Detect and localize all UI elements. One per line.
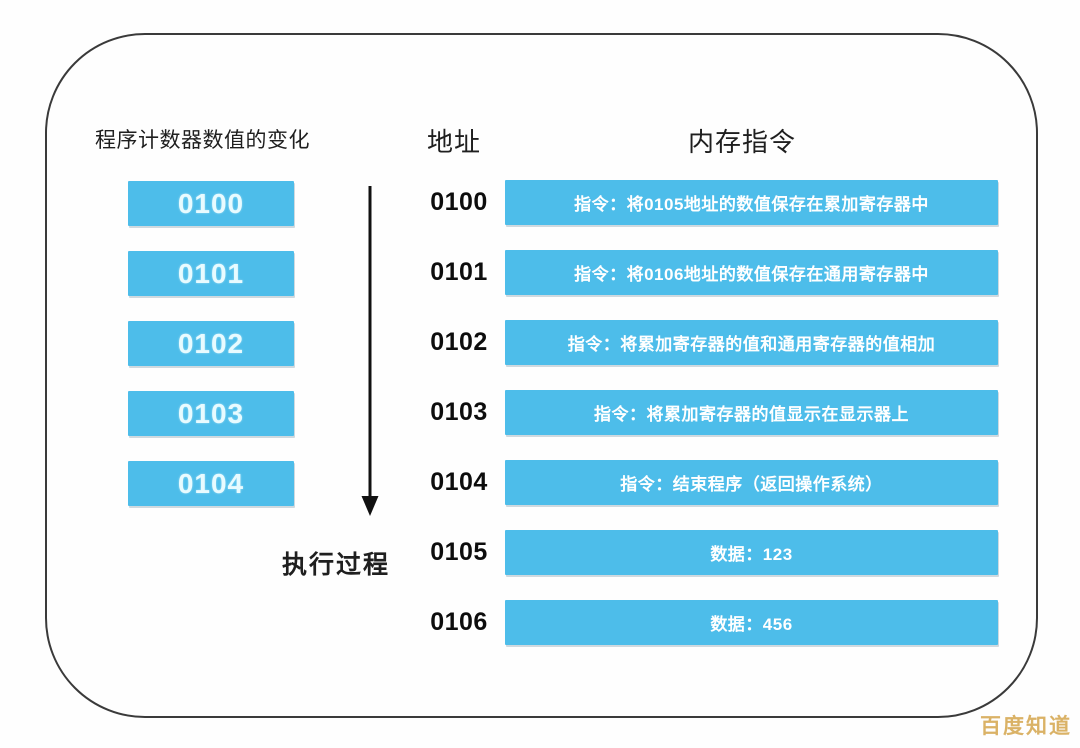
pc-value-box: 0101 (128, 251, 294, 296)
memory-row: 0106 数据：456 (419, 600, 998, 645)
address-label: 0105 (430, 538, 488, 566)
pc-value-box: 0100 (128, 181, 294, 226)
pc-column-title: 程序计数器数值的变化 (95, 129, 310, 152)
execution-process-label: 执行过程 (282, 551, 391, 579)
memory-cell: 指令：将0106地址的数值保存在通用寄存器中 (505, 250, 998, 295)
diagram-border (45, 33, 1038, 718)
address-label: 0103 (430, 398, 488, 426)
memory-cell: 指令：将累加寄存器的值和通用寄存器的值相加 (505, 320, 998, 365)
memory-cell: 数据：123 (505, 530, 998, 575)
watermark-baidu-zhidao: 百度知道 (980, 715, 1072, 738)
memory-cell: 数据：456 (505, 600, 998, 645)
memory-row: 0101 指令：将0106地址的数值保存在通用寄存器中 (419, 250, 998, 295)
address-label: 0106 (430, 608, 488, 636)
pc-value-box: 0103 (128, 391, 294, 436)
pc-value-box: 0104 (128, 461, 294, 506)
memory-cell: 指令：结束程序（返回操作系统） (505, 460, 998, 505)
address-label: 0104 (430, 468, 488, 496)
memory-cell: 指令：将累加寄存器的值显示在显示器上 (505, 390, 998, 435)
address-label: 0100 (430, 188, 488, 216)
pc-value-list: 0100 0101 0102 0103 0104 (128, 181, 294, 506)
memory-row: 0102 指令：将累加寄存器的值和通用寄存器的值相加 (419, 320, 998, 365)
address-label: 0101 (430, 258, 488, 286)
memory-row: 0105 数据：123 (419, 530, 998, 575)
memory-row: 0103 指令：将累加寄存器的值显示在显示器上 (419, 390, 998, 435)
memory-row: 0104 指令：结束程序（返回操作系统） (419, 460, 998, 505)
address-column-header: 地址 (427, 127, 482, 157)
memory-column-header: 内存指令 (687, 127, 796, 157)
memory-cell: 指令：将0105地址的数值保存在累加寄存器中 (505, 180, 998, 225)
memory-row: 0100 指令：将0105地址的数值保存在累加寄存器中 (419, 180, 998, 225)
pc-value-box: 0102 (128, 321, 294, 366)
execution-flow-arrow-icon (361, 186, 379, 516)
address-label: 0102 (430, 328, 488, 356)
memory-row-list: 0100 指令：将0105地址的数值保存在累加寄存器中 0101 指令：将0106地址… (419, 180, 998, 645)
